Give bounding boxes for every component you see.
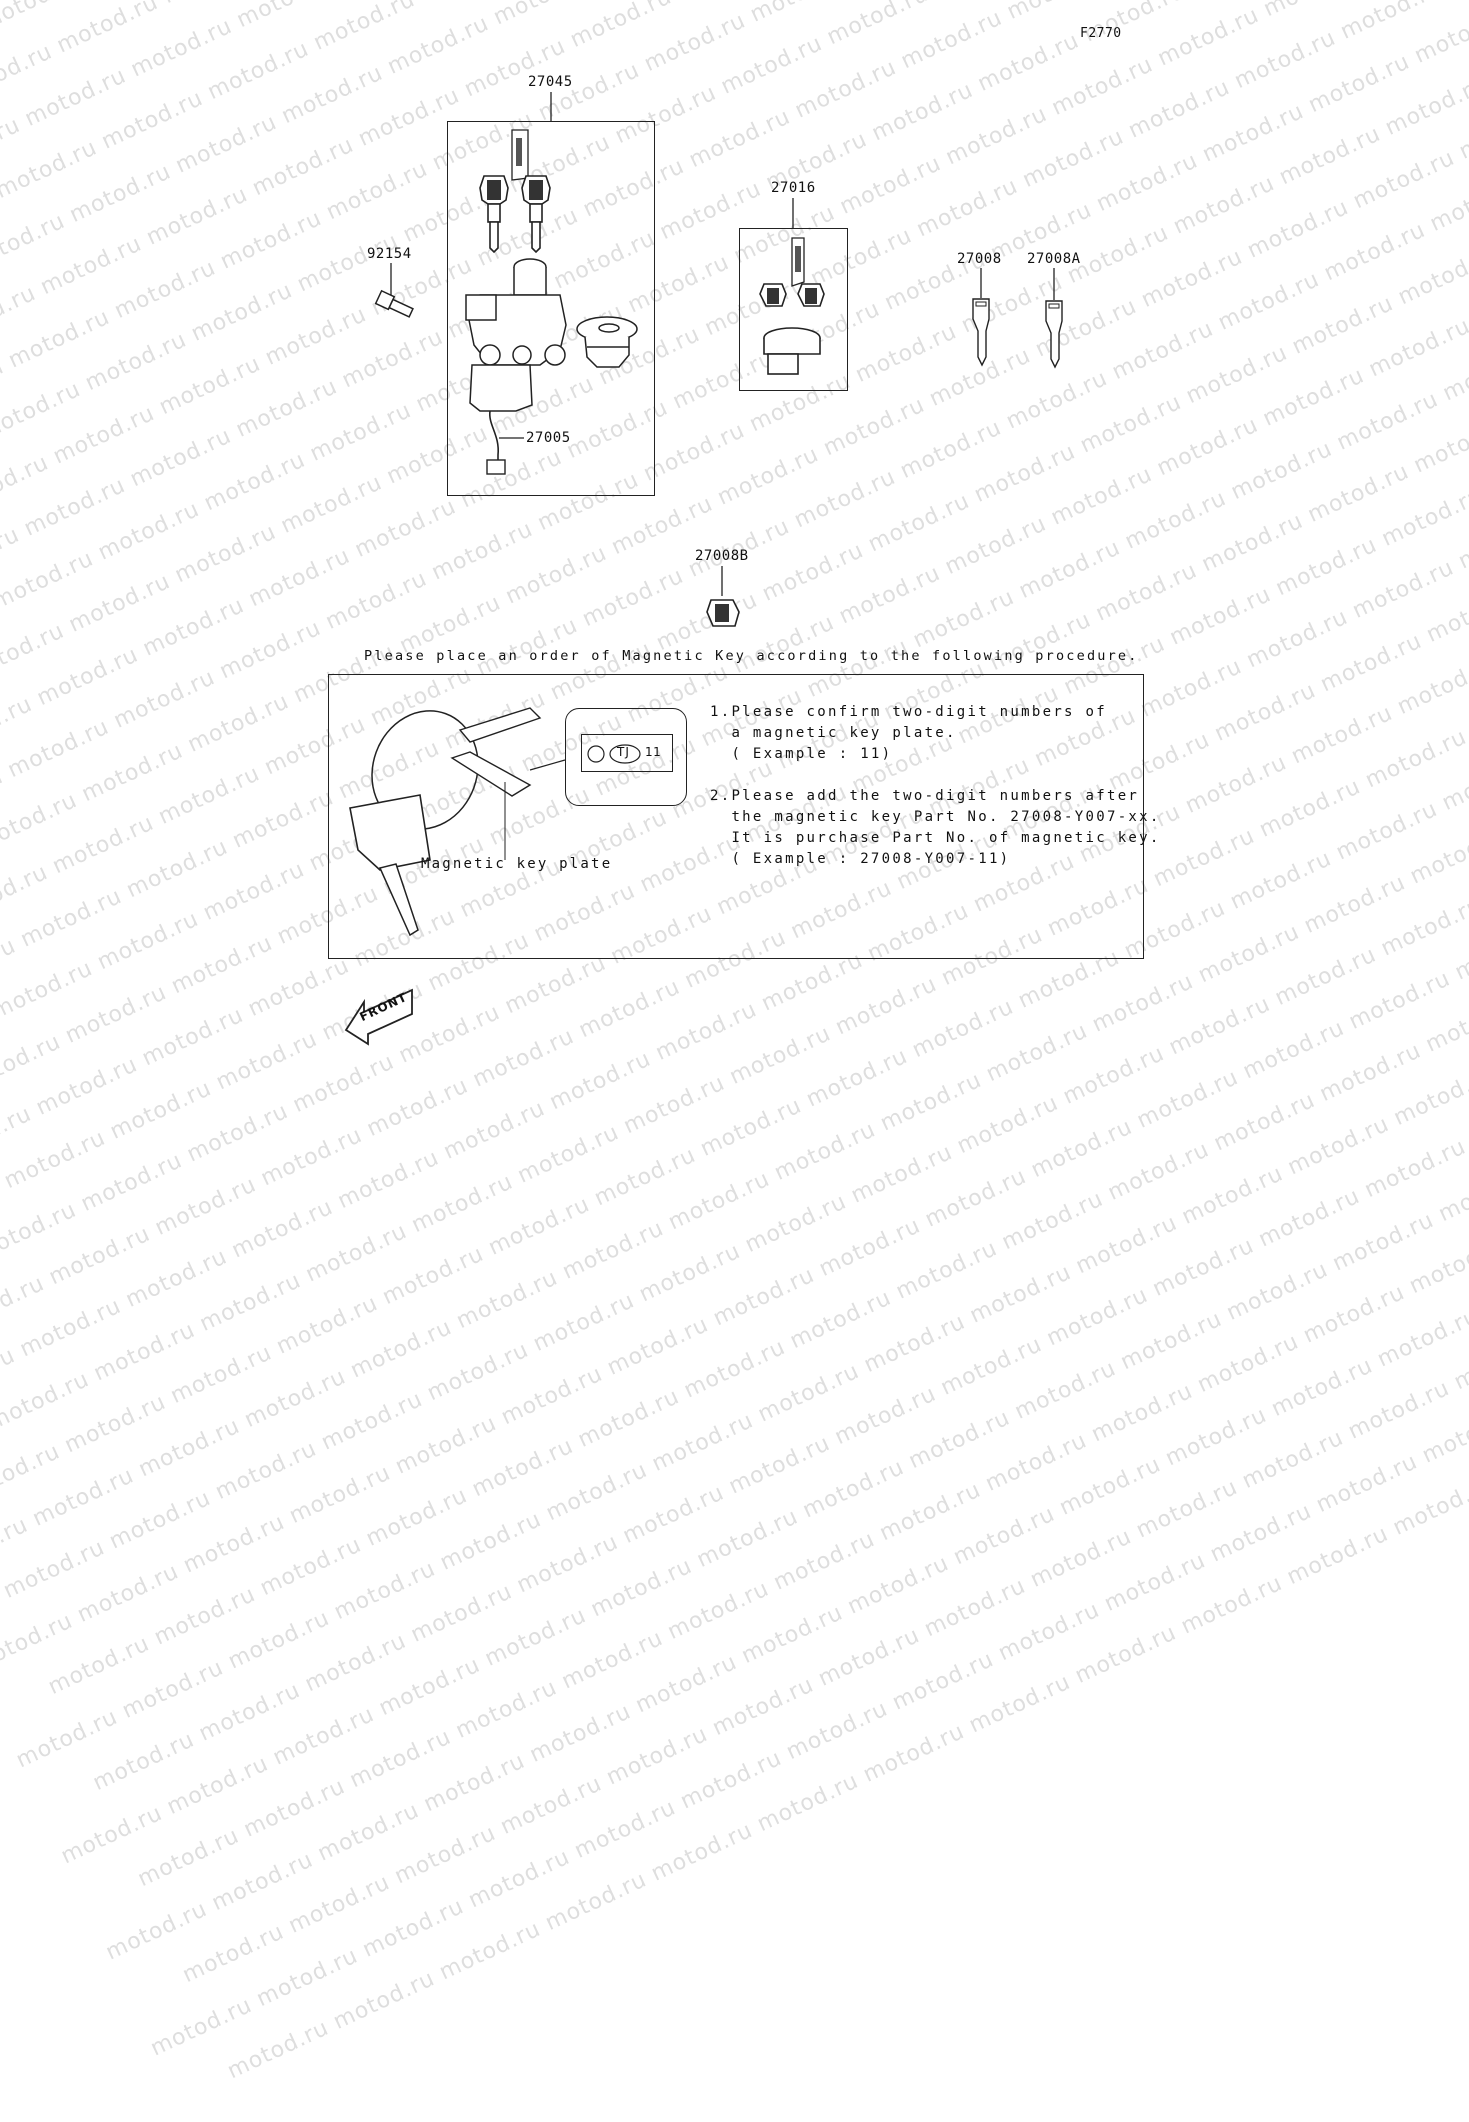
magnetic-key-illustration [349,707,566,937]
watermark-row: motod.ru motod.ru motod.ru motod.ru moto… [146,560,1469,2062]
plate-callout [565,708,687,806]
part-label-27045[interactable]: 27045 [528,74,573,90]
step2-line4: ( Example : 27008-Y007-11) [710,851,1011,867]
plate-hole-icon [587,745,605,763]
part-label-27008B[interactable]: 27008B [695,548,749,564]
parts-diagram: F2770 27045 [328,26,1161,1046]
step1-line1: 1.Please confirm two-digit numbers of [710,704,1107,720]
step1-line3: ( Example : 11) [710,746,893,762]
step2-line3: It is purchase Part No. of magnetic key. [710,830,1161,846]
part-label-27008A[interactable]: 27008A [1027,251,1081,267]
instruction-box [328,674,1144,959]
key-pair-icon [479,129,551,254]
group-box-27016 [739,228,848,391]
step2-line2: the magnetic key Part No. 27008-Y007-xx. [710,809,1161,825]
cap-lock-icon [576,316,638,368]
part-label-27005[interactable]: 27005 [526,430,571,446]
watermark-row: motod.ru motod.ru motod.ru motod.ru moto… [223,583,1469,2085]
front-arrow-icon [344,988,413,1046]
bolt-icon [374,289,414,318]
key-blank-a-icon [1045,300,1063,369]
ignition-switch-icon [465,258,567,475]
step1-line2: a magnetic key plate. [710,725,957,741]
part-label-27016[interactable]: 27016 [771,180,816,196]
plate-code: TJ [617,745,630,759]
diagram-code: F2770 [1080,26,1122,41]
watermark-row: motod.ru motod.ru motod.ru motod.ru moto… [178,486,1469,1989]
key-set-icon [759,237,825,375]
part-label-27008[interactable]: 27008 [957,251,1002,267]
step2-line1: 2.Please add the two-digit numbers after [710,788,1140,804]
procedure-title: Please place an order of Magnetic Key ac… [364,648,1139,664]
plate-code-ellipse [609,744,641,764]
key-blank-icon [972,298,990,367]
part-label-92154[interactable]: 92154 [367,246,412,262]
key-head-icon [706,599,740,627]
leader-lines [390,92,1055,596]
plate-closeup [581,734,673,772]
magnetic-key-plate-label: Magnetic key plate [421,856,613,872]
plate-number: 11 [645,745,662,759]
group-box-27045 [447,121,655,496]
